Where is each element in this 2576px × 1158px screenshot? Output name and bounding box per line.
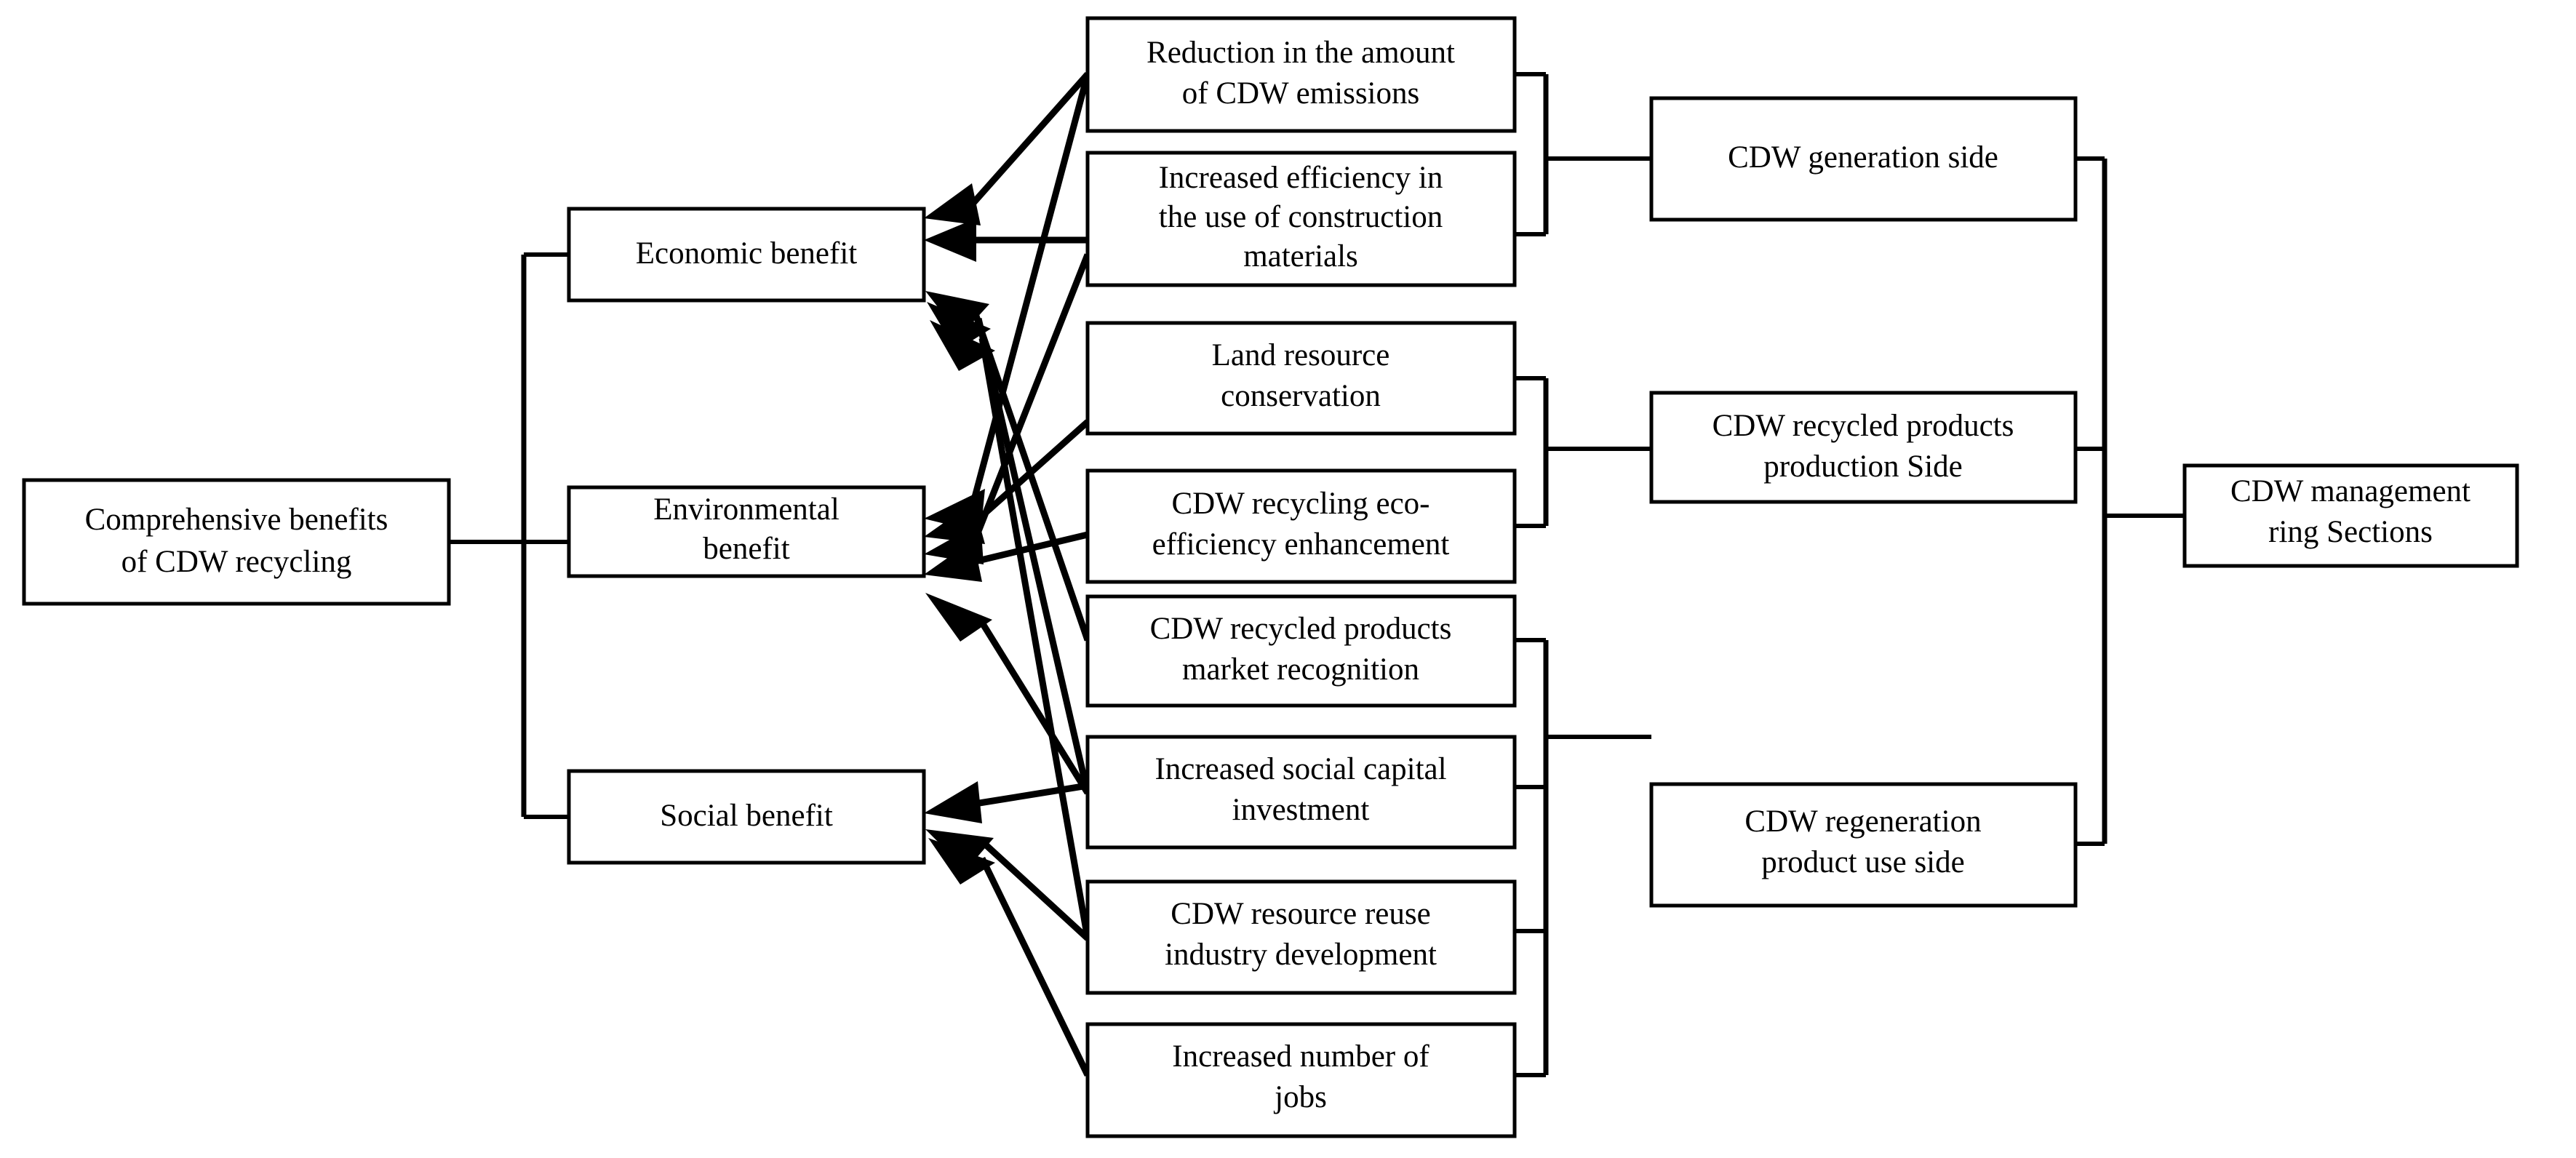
- arrow-f7-to-economic: [930, 320, 1091, 939]
- group2-bracket: [1515, 376, 1651, 528]
- arrow-f2-environmental-line: [970, 253, 1091, 546]
- node-side-cdw-recycled-products-production[interactable]: CDW recycled products production Side: [1649, 391, 2078, 504]
- group3-bracket: [1515, 638, 1651, 1077]
- f3-label-line1: Land resource: [1212, 338, 1390, 372]
- arrow-f7-economic-head: [930, 320, 995, 371]
- ring-label-line2: ring Sections: [2268, 515, 2433, 549]
- f1-label-line2: of CDW emissions: [1182, 76, 1420, 111]
- arrow-f8-social-head: [928, 838, 995, 885]
- arrow-f2-to-economic: [924, 218, 1088, 262]
- arrow-f5-economic-head: [925, 291, 989, 336]
- arrow-f8-social-line: [978, 857, 1091, 1077]
- arrow-f6-to-economic: [927, 302, 1091, 794]
- f8-label-line1: Increased number of: [1172, 1039, 1429, 1074]
- arrow-f2-economic-head: [924, 218, 976, 262]
- root-label-line2: of CDW recycling: [121, 545, 352, 579]
- node-side-cdw-regeneration-product-use[interactable]: CDW regeneration product use side: [1649, 782, 2078, 908]
- f2-box-rect: [1085, 151, 1517, 287]
- f1-label-line1: Reduction in the amount: [1147, 36, 1455, 70]
- arrow-f3-environmental-head: [924, 502, 985, 544]
- environmental-label-line2: benefit: [703, 532, 789, 566]
- arrow-f7-social-line: [978, 837, 1090, 941]
- economic-label-line1: Economic benefit: [636, 236, 858, 271]
- node-root[interactable]: Comprehensive benefits of CDW recycling: [22, 478, 451, 606]
- social-label-line1: Social benefit: [660, 799, 833, 833]
- arrow-f6-to-environmental: [925, 593, 1090, 795]
- side2-label-line2: production Side: [1763, 450, 1963, 484]
- f4-label-line1: CDW recycling eco-: [1171, 487, 1429, 521]
- f6-label-line2: investment: [1232, 793, 1370, 827]
- arrow-f1-to-economic: [924, 72, 1090, 225]
- node-economic-benefit[interactable]: Economic benefit: [567, 207, 926, 303]
- side2-box-rect: [1649, 391, 2078, 504]
- arrow-f1-environmental-line: [968, 73, 1091, 512]
- arrow-f1-economic-line: [965, 72, 1090, 212]
- node-factor-increased-social-capital[interactable]: Increased social capital investment: [1085, 735, 1517, 850]
- f4-label-line2: efficiency enhancement: [1152, 527, 1450, 562]
- side2-label-line1: CDW recycled products: [1712, 409, 2014, 443]
- f4-box-rect: [1085, 468, 1517, 584]
- arrow-f8-to-social: [928, 838, 1091, 1077]
- arrow-f6-social-line: [974, 782, 1088, 807]
- f5-label-line1: CDW recycled products: [1150, 612, 1452, 646]
- arrow-f5-to-economic: [925, 291, 1091, 642]
- node-social-benefit[interactable]: Social benefit: [567, 769, 926, 865]
- f2-label-line2: the use of construction: [1159, 200, 1443, 234]
- ring-box-rect: [2182, 463, 2519, 568]
- environmental-box-rect: [567, 485, 926, 578]
- f7-label-line1: CDW resource reuse: [1171, 897, 1430, 931]
- root-to-benefits-connector: [449, 252, 569, 819]
- node-side-cdw-generation[interactable]: CDW generation side: [1649, 96, 2078, 222]
- arrow-f6-to-social: [924, 781, 1088, 823]
- factor-benefit-arrows: [924, 72, 1091, 1077]
- f7-label-line2: industry development: [1165, 938, 1437, 972]
- side3-label-line2: product use side: [1761, 845, 1964, 879]
- side3-box-rect: [1649, 782, 2078, 908]
- f3-box-rect: [1085, 321, 1517, 436]
- f3-label-line2: conservation: [1221, 379, 1381, 413]
- root-box-rect: [22, 478, 451, 606]
- node-cdw-management-ring-sections[interactable]: CDW management ring Sections: [2182, 463, 2519, 568]
- f6-label-line1: Increased social capital: [1155, 752, 1446, 786]
- node-factor-market-recognition[interactable]: CDW recycled products market recognition: [1085, 594, 1517, 708]
- sides-to-ring-connector: [2075, 156, 2185, 846]
- ring-label-line1: CDW management: [2230, 474, 2471, 508]
- arrow-f6-environmental-head: [925, 593, 992, 642]
- node-environmental-benefit[interactable]: Environmental benefit: [567, 485, 926, 578]
- f1-box-rect: [1085, 16, 1517, 133]
- environmental-label-line1: Environmental: [653, 492, 840, 527]
- economic-box-rect: [567, 207, 926, 303]
- f5-box-rect: [1085, 594, 1517, 708]
- f2-label-line3: materials: [1243, 239, 1358, 273]
- arrow-f4-environmental-head: [924, 540, 982, 582]
- side3-label-line1: CDW regeneration: [1744, 804, 1981, 839]
- node-factor-increased-number-of-jobs[interactable]: Increased number of jobs: [1085, 1022, 1517, 1138]
- arrow-f6-economic-line: [975, 317, 1091, 794]
- f6-box-rect: [1085, 735, 1517, 850]
- node-factor-resource-reuse-industry[interactable]: CDW resource reuse industry development: [1085, 879, 1517, 995]
- node-factor-land-resource-conservation[interactable]: Land resource conservation: [1085, 321, 1517, 436]
- arrow-f6-economic-head: [927, 302, 991, 351]
- f8-box-rect: [1085, 1022, 1517, 1138]
- social-box-rect: [567, 769, 926, 865]
- f7-box-rect: [1085, 879, 1517, 995]
- arrow-f7-to-social: [925, 829, 1090, 941]
- arrow-f7-economic-line: [978, 338, 1091, 939]
- node-factor-cdw-recycling-eco-efficiency[interactable]: CDW recycling eco- efficiency enhancemen…: [1085, 468, 1517, 584]
- side1-label-line1: CDW generation side: [1728, 140, 1998, 175]
- node-factor-increased-efficiency-materials[interactable]: Increased efficiency in the use of const…: [1085, 151, 1517, 287]
- f8-label-line2: jobs: [1273, 1080, 1327, 1114]
- node-factor-reduction-cdw-emissions[interactable]: Reduction in the amount of CDW emissions: [1085, 16, 1517, 133]
- group1-bracket: [1515, 72, 1651, 236]
- arrow-f6-environmental-line: [976, 615, 1090, 795]
- root-label-line1: Comprehensive benefits: [85, 503, 388, 537]
- arrow-f5-economic-line: [969, 304, 1091, 642]
- arrow-f1-economic-head: [924, 183, 981, 225]
- f5-label-line2: market recognition: [1182, 652, 1419, 687]
- side1-box-rect: [1649, 96, 2078, 222]
- f2-label-line1: Increased efficiency in: [1159, 161, 1443, 195]
- arrow-f6-social-head: [924, 781, 982, 823]
